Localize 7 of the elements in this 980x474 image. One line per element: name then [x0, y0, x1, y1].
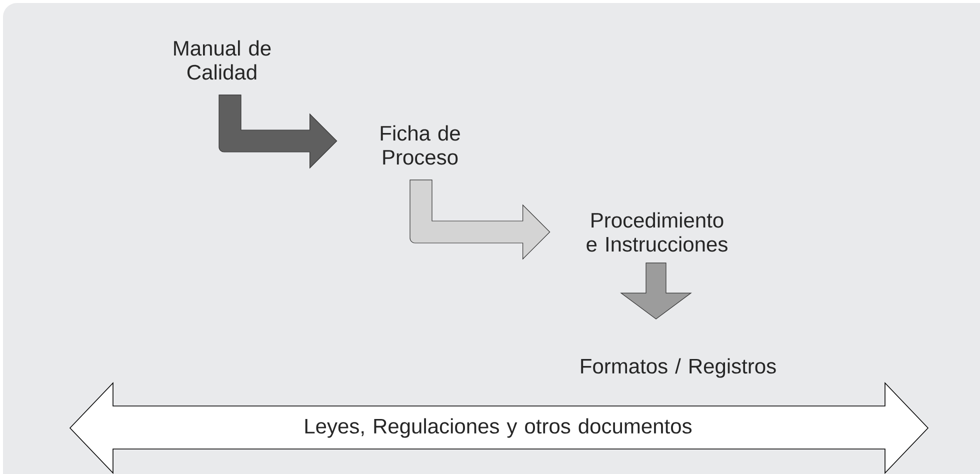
- node-text: Ficha de Proceso: [380, 125, 460, 165]
- bent-arrow: [218, 94, 338, 168]
- node-text: Manual de Calidad: [174, 40, 271, 80]
- node-text: Procedimiento e Instrucciones: [586, 212, 728, 252]
- down-arrow: [620, 262, 692, 320]
- node-text: Formatos / Registros: [581, 358, 776, 378]
- bent-arrow: [410, 180, 550, 260]
